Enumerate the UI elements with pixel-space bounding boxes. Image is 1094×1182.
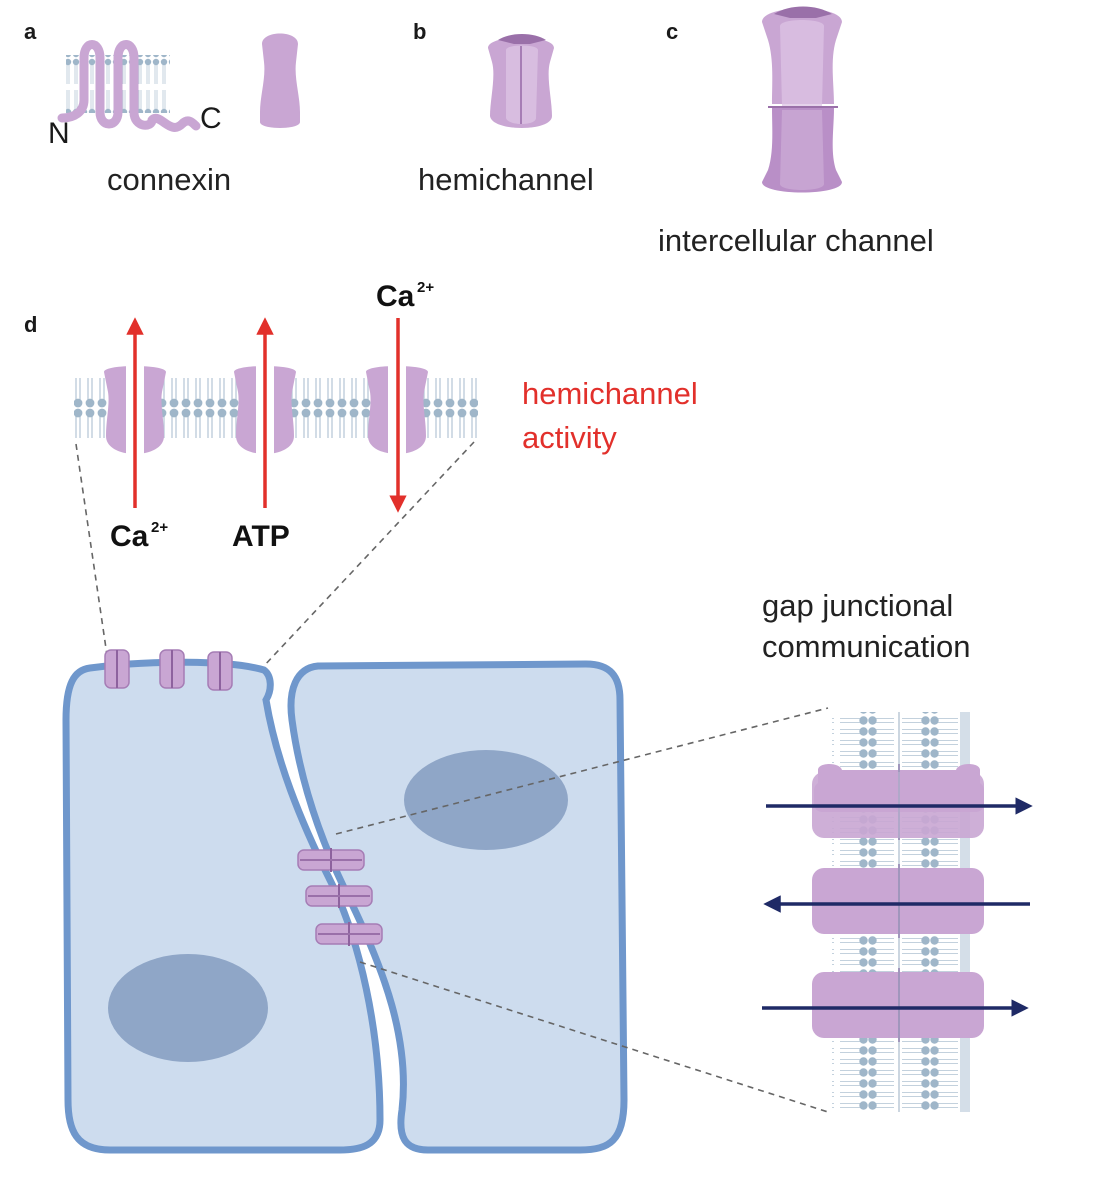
panel-d: d Ca 2+ Ca — [24, 279, 1033, 1154]
gap-junctional-label-line1: gap junctional — [762, 588, 953, 623]
connexin-topology-strand — [57, 40, 201, 132]
panel-d-letter: d — [24, 312, 37, 337]
ca-top-ion: Ca — [376, 280, 415, 313]
hemichannel-activity-label-line1: hemichannel — [522, 376, 698, 411]
gap-leader-bottom — [359, 961, 829, 1113]
hemichannel-activity-label-line2: activity — [522, 420, 617, 455]
gap-leader-top — [335, 707, 829, 835]
atp-label: ATP — [232, 520, 290, 553]
cell-surface-hemichannel-2 — [159, 649, 185, 689]
connexin-subunit-shape — [260, 33, 300, 128]
gap-zoom-channel-2 — [812, 864, 984, 938]
gap-junction-channel-3 — [315, 922, 383, 946]
gap-zoom-channel-3 — [812, 968, 984, 1042]
n-terminus-label: N — [48, 117, 70, 150]
panel-c-letter: c — [666, 19, 678, 44]
panel-c: c intercellular channel — [658, 6, 934, 258]
gap-junction-channel-1 — [297, 848, 365, 872]
panel-b-letter: b — [413, 19, 426, 44]
gap-junctional-label-line2: communication — [762, 629, 970, 664]
c-terminus-label: C — [200, 102, 222, 135]
ca-top-label: Ca 2+ — [376, 279, 434, 313]
ca-bottom-ion: Ca — [110, 520, 149, 553]
right-cell-nucleus — [404, 750, 568, 850]
left-cell-nucleus — [108, 954, 268, 1062]
hemichannel-caption: hemichannel — [418, 162, 594, 197]
ca-bottom-charge: 2+ — [151, 519, 168, 536]
panel-a-letter: a — [24, 19, 37, 44]
connexin-caption: connexin — [107, 162, 231, 197]
panel-a: a N C connexin — [24, 19, 300, 197]
hemichannel-zoom — [74, 317, 478, 513]
gap-junction-channel-2 — [305, 884, 373, 908]
ca-top-charge: 2+ — [417, 279, 434, 296]
gap-zoom-channel-1 — [812, 764, 984, 840]
gap-junction-zoom — [762, 712, 1033, 1112]
zoom-leader-right — [261, 441, 475, 669]
zoom-leader-left — [75, 443, 109, 663]
hemichannel-shape — [488, 34, 554, 128]
panel-b: b hemichannel — [413, 19, 594, 197]
intercellular-channel-shape — [762, 6, 842, 193]
cell-surface-hemichannel-1 — [104, 649, 130, 689]
intercellular-channel-caption: intercellular channel — [658, 223, 934, 258]
ca-bottom-label: Ca 2+ — [110, 519, 168, 553]
cell-surface-hemichannel-3 — [207, 651, 233, 691]
